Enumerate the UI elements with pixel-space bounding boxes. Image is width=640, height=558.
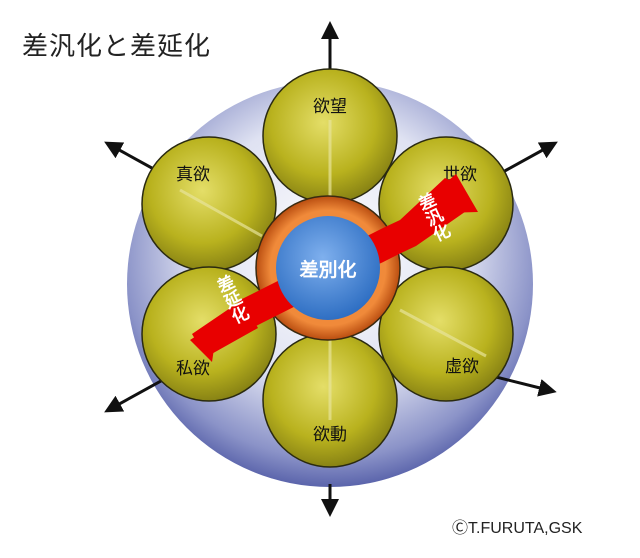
- label-upper-left: 真欲: [176, 165, 210, 185]
- core-circle: [276, 216, 380, 320]
- upper-left-circle-group: 真欲: [141, 136, 277, 272]
- label-top: 欲望: [313, 97, 347, 117]
- arrow-lower-right: [491, 374, 557, 397]
- red-arrow-upper-head: [410, 174, 478, 214]
- arrow-lower-left: [104, 374, 171, 413]
- core-label: 差別化: [299, 258, 356, 281]
- bottom-circle-group: 欲動: [262, 332, 398, 468]
- circle-upper-left: [141, 136, 277, 272]
- diagram-title: 差汎化と差延化: [22, 32, 212, 62]
- lower-right-circle-group: 虚欲: [378, 266, 514, 402]
- circle-lower-right-ray: [399, 308, 487, 358]
- red-arrow-lower-head: [190, 322, 218, 362]
- label-lower-right: 虚欲: [445, 357, 479, 377]
- label-lower-left: 私欲: [176, 359, 210, 379]
- circle-upper-left-ray: [179, 188, 263, 238]
- copyright-text: ⒸT.FURUTA,GSK: [452, 520, 583, 537]
- label-bottom: 欲動: [313, 425, 347, 445]
- top-circle-group: 欲望: [262, 68, 398, 204]
